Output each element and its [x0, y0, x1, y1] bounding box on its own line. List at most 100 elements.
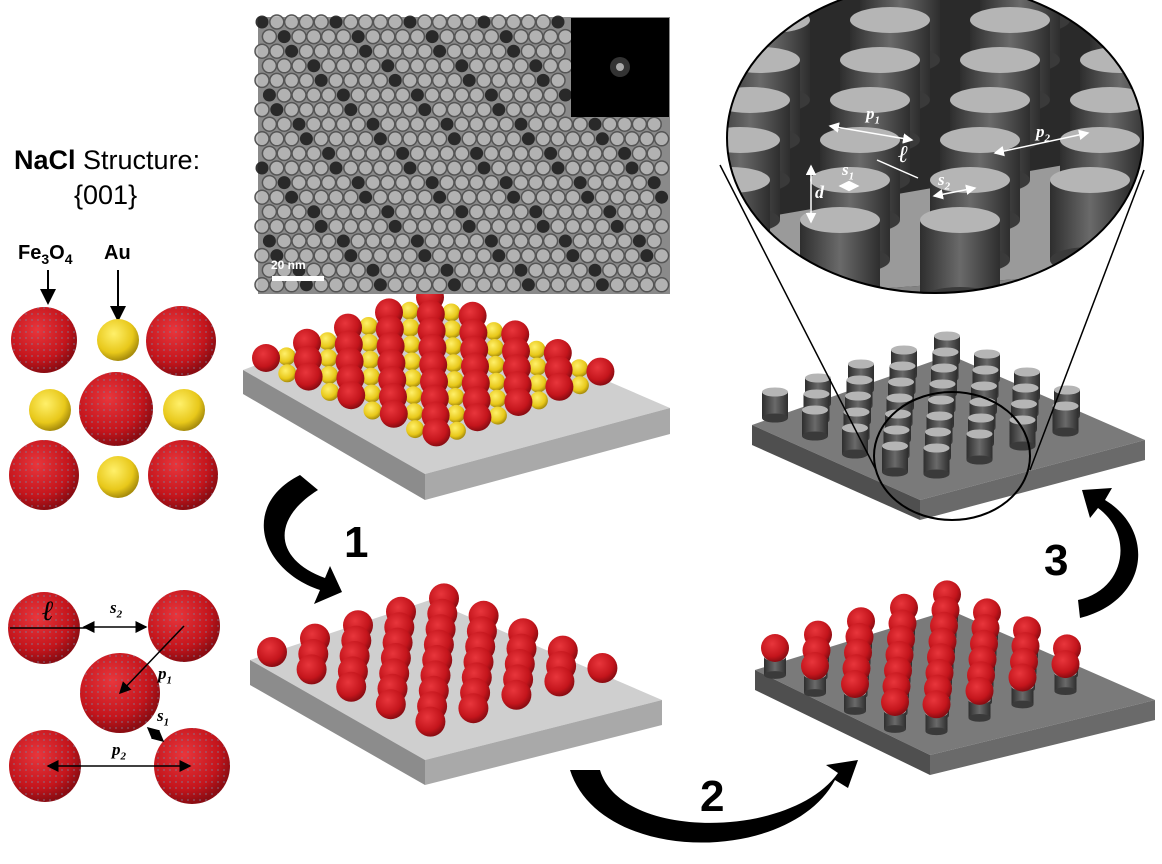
- tem-particle-rim: [557, 116, 574, 132]
- tem-particle: [551, 248, 565, 263]
- tem-particle-rim: [343, 160, 359, 176]
- fe3o4-particle: [922, 690, 951, 719]
- tem-particle-rim: [461, 277, 477, 293]
- tem-particle: [410, 88, 424, 102]
- tem-particle-rim: [535, 43, 551, 59]
- tem-particle: [403, 102, 417, 117]
- tem-particle-rim: [476, 101, 492, 118]
- tem-particle: [506, 15, 521, 29]
- tem-particle: [470, 146, 484, 160]
- tem-particle-rim: [254, 131, 270, 147]
- tem-particle: [565, 131, 580, 146]
- tem-particle: [536, 161, 551, 175]
- tem-particle-rim: [269, 14, 285, 30]
- au-particle: [359, 317, 378, 335]
- tem-particle-rim: [372, 43, 389, 59]
- tem-particle: [373, 248, 388, 263]
- tem-particle-rim: [306, 87, 322, 103]
- tem-particle-rim: [298, 189, 315, 205]
- tem-particle: [536, 102, 551, 117]
- tem-particle: [343, 161, 358, 175]
- tem-particle: [277, 146, 292, 161]
- tem-particle-rim: [335, 262, 352, 278]
- tem-particle-rim: [609, 189, 625, 205]
- tem-particle-rim: [513, 58, 529, 74]
- tem-particle-rim: [424, 116, 440, 132]
- label-s1-left: s1: [157, 706, 170, 729]
- tem-particle-rim: [542, 174, 559, 191]
- step2-arrow: [570, 760, 858, 843]
- tem-particle: [255, 190, 269, 205]
- tem-particle: [277, 30, 291, 44]
- tem-particle-rim: [639, 277, 655, 293]
- tem-particle: [477, 190, 491, 205]
- tem-particle: [447, 219, 462, 234]
- tem-particle: [528, 88, 543, 102]
- tem-particle-rim: [409, 58, 426, 74]
- tem-particle-rim: [550, 131, 566, 147]
- tem-particle-rim: [328, 101, 344, 118]
- tem-particle: [373, 278, 387, 292]
- tem-particle-rim: [491, 14, 507, 30]
- tem-particle: [410, 29, 425, 44]
- tem-particle: [602, 234, 617, 248]
- tem-particle: [506, 248, 521, 263]
- tem-particle-rim: [468, 116, 485, 132]
- tem-particle: [454, 146, 469, 161]
- tem-particle-rim: [468, 262, 485, 278]
- tem-particle-rim: [409, 174, 426, 191]
- tem-particle: [573, 176, 587, 190]
- tem-particle: [358, 15, 373, 29]
- tem-particle-rim: [357, 131, 374, 147]
- tem-particle: [588, 234, 602, 248]
- tem-particle: [617, 204, 632, 219]
- tem-particle: [455, 205, 469, 219]
- tem-particle: [454, 29, 469, 44]
- tem-particle: [610, 248, 625, 263]
- tem-particle: [432, 248, 447, 263]
- tem-particle: [454, 234, 469, 248]
- tem-particle: [529, 205, 543, 219]
- tem-particle: [447, 248, 462, 263]
- tem-particle: [462, 102, 477, 117]
- tem-particle: [299, 132, 313, 146]
- tem-particle-rim: [476, 189, 492, 205]
- tem-particle: [617, 263, 632, 278]
- tem-particle: [299, 15, 314, 29]
- tem-particle-rim: [616, 116, 633, 132]
- tem-particle-rim: [505, 160, 522, 176]
- tem-particle: [484, 29, 499, 44]
- tem-particle-rim: [269, 160, 285, 176]
- tem-particle-rim: [328, 43, 344, 59]
- fe3o4-particle: [294, 362, 323, 391]
- tem-particle-rim: [343, 277, 359, 293]
- au-particle: [318, 332, 337, 351]
- tem-particle-rim: [446, 247, 463, 264]
- label-l-lens: ℓ: [898, 142, 909, 168]
- tem-particle-rim: [513, 233, 529, 249]
- tem-particle: [558, 117, 573, 132]
- tem-particle: [543, 88, 558, 102]
- tem-particle: [625, 190, 639, 205]
- tem-particle: [499, 117, 514, 132]
- tem-particle: [343, 44, 358, 59]
- tem-particle: [343, 219, 358, 234]
- tem-particle: [536, 44, 551, 59]
- tem-particle: [417, 161, 432, 175]
- tem-particle-rim: [468, 28, 485, 45]
- tem-particle: [454, 88, 469, 102]
- tem-particle: [440, 88, 454, 102]
- tem-particle: [491, 73, 506, 88]
- tem-particle-rim: [491, 72, 507, 89]
- tem-particle-rim: [283, 218, 300, 235]
- tem-particle-rim: [365, 233, 381, 249]
- tem-particle: [506, 219, 521, 234]
- tem-particle: [602, 146, 617, 161]
- tem-particle: [321, 234, 336, 248]
- tem-particle: [351, 204, 366, 219]
- tem-particle-rim: [550, 72, 566, 89]
- tem-particle: [336, 263, 351, 278]
- tem-particle: [632, 263, 647, 278]
- tem-particle: [573, 234, 588, 248]
- label-s2-lens: s2: [938, 170, 951, 193]
